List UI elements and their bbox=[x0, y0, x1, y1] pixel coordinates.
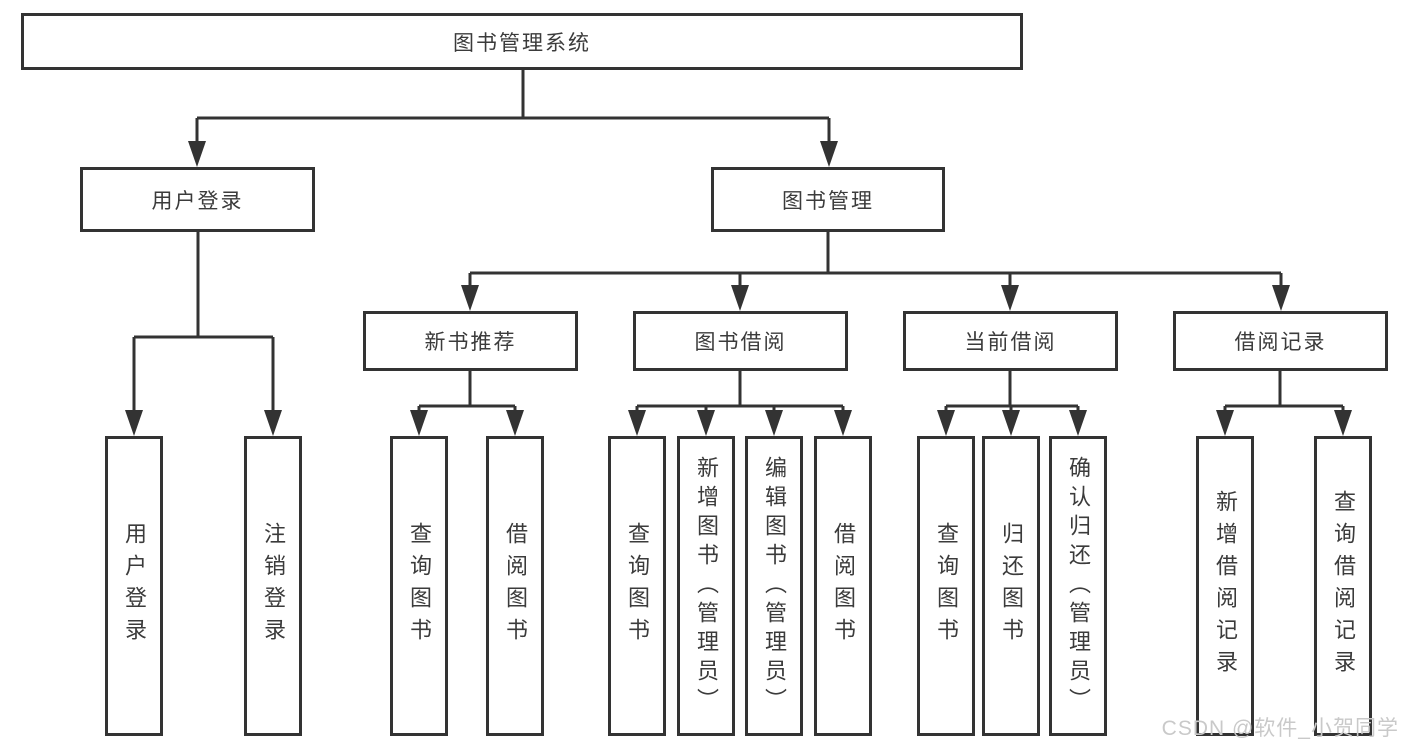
node-user-login: 用户登录 bbox=[80, 167, 315, 232]
leaf-label: 查询借阅记录 bbox=[1331, 490, 1356, 682]
leaf-label: 编辑图书（管理员） bbox=[762, 455, 787, 717]
leaf-label: 注销登录 bbox=[261, 522, 286, 650]
csdn-watermark: CSDN @软件_小贺同学 bbox=[1161, 717, 1399, 740]
node-current-borrow: 当前借阅 bbox=[903, 311, 1118, 371]
leaf-label: 查询图书 bbox=[934, 522, 959, 650]
leaf-records-add-record: 新增借阅记录 bbox=[1196, 436, 1254, 736]
node-new-book-recommend: 新书推荐 bbox=[363, 311, 578, 371]
leaf-label: 借阅图书 bbox=[503, 522, 528, 650]
leaf-borrow-add-books-admin: 新增图书（管理员） bbox=[677, 436, 735, 736]
node-book-management: 图书管理 bbox=[711, 167, 945, 232]
leaf-current-confirm-return-admin: 确认归还（管理员） bbox=[1049, 436, 1107, 736]
leaf-records-query-record: 查询借阅记录 bbox=[1314, 436, 1372, 736]
leaf-label: 确认归还（管理员） bbox=[1066, 455, 1091, 717]
leaf-label: 用户登录 bbox=[122, 522, 147, 650]
leaf-recommend-query-books: 查询图书 bbox=[390, 436, 448, 736]
leaf-borrow-edit-books-admin: 编辑图书（管理员） bbox=[745, 436, 803, 736]
node-root: 图书管理系统 bbox=[21, 13, 1023, 70]
leaf-label: 查询图书 bbox=[407, 522, 432, 650]
leaf-current-return-books: 归还图书 bbox=[982, 436, 1040, 736]
leaf-label: 新增图书（管理员） bbox=[694, 455, 719, 717]
leaf-borrow-borrow-books: 借阅图书 bbox=[814, 436, 872, 736]
leaf-label: 查询图书 bbox=[625, 522, 650, 650]
leaf-label: 归还图书 bbox=[999, 522, 1024, 650]
node-borrow-records: 借阅记录 bbox=[1173, 311, 1388, 371]
leaf-logout: 注销登录 bbox=[244, 436, 302, 736]
leaf-borrow-query-books: 查询图书 bbox=[608, 436, 666, 736]
leaf-user-login: 用户登录 bbox=[105, 436, 163, 736]
leaf-recommend-borrow-books: 借阅图书 bbox=[486, 436, 544, 736]
node-book-borrow: 图书借阅 bbox=[633, 311, 848, 371]
leaf-label: 新增借阅记录 bbox=[1213, 490, 1238, 682]
leaf-label: 借阅图书 bbox=[831, 522, 856, 650]
leaf-current-query-books: 查询图书 bbox=[917, 436, 975, 736]
